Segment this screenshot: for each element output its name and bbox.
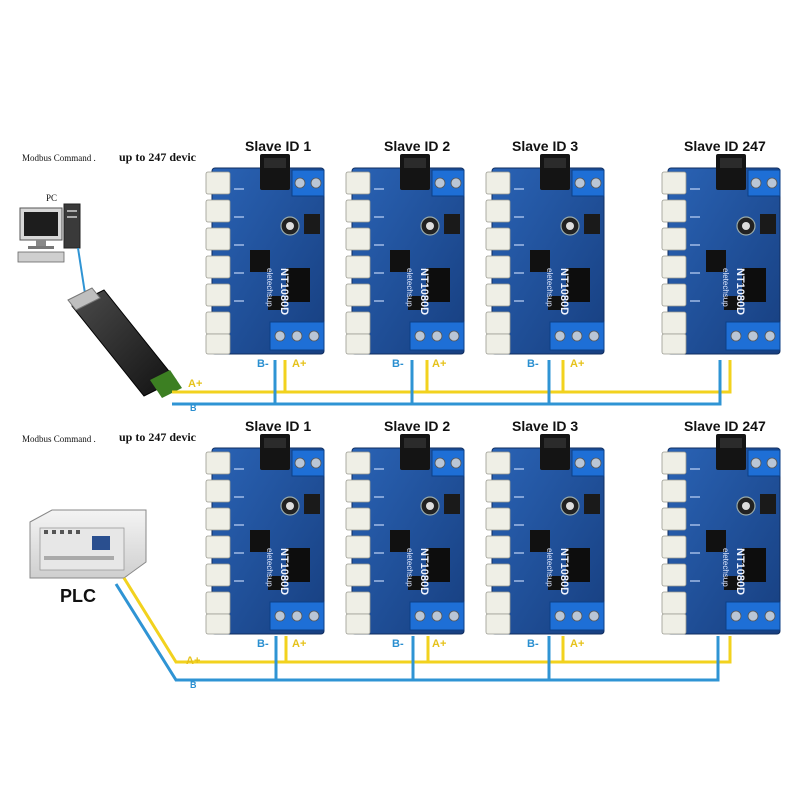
board-brand-text: eletechsup bbox=[405, 268, 414, 307]
board-model-text: NT1080D bbox=[558, 268, 570, 316]
top-wire-b-label: B bbox=[190, 403, 197, 413]
bottom-slave-2-title: Slave ID 2 bbox=[384, 418, 451, 434]
top-board-247 bbox=[661, 153, 781, 355]
top-bus-wires bbox=[172, 360, 732, 406]
plc-icon bbox=[29, 509, 147, 579]
bottom-slave-3-a-label: A+ bbox=[570, 638, 585, 650]
top-slave-3-title: Slave ID 3 bbox=[512, 138, 579, 154]
top-command-small: Modbus Command . bbox=[22, 153, 96, 163]
board-brand-text: eletechsup bbox=[545, 548, 554, 587]
bottom-board-247 bbox=[661, 433, 781, 635]
bottom-wire-a-label: A+ bbox=[186, 655, 201, 667]
top-slave-3-b-label: B- bbox=[527, 358, 539, 370]
bottom-slave-1-title: Slave ID 1 bbox=[245, 418, 312, 434]
bottom-board-2 bbox=[345, 433, 465, 635]
board-brand-text: eletechsup bbox=[545, 268, 554, 307]
top-board-2 bbox=[345, 153, 465, 355]
bottom-slave-2-a-label: A+ bbox=[432, 638, 447, 650]
bottom-bus-wires bbox=[114, 577, 732, 682]
board-model-text: NT1080D bbox=[418, 268, 430, 316]
top-slave-1-b-label: B- bbox=[257, 358, 269, 370]
board-model-text: NT1080D bbox=[734, 268, 746, 316]
top-board-3 bbox=[485, 153, 605, 355]
plc-label: PLC bbox=[60, 586, 96, 606]
top-slave-2-a-label: A+ bbox=[432, 358, 447, 370]
bottom-board-3 bbox=[485, 433, 605, 635]
bottom-slave-3-title: Slave ID 3 bbox=[512, 418, 579, 434]
bottom-command-big: up to 247 devic bbox=[119, 430, 197, 444]
bottom-command-small: Modbus Command . bbox=[22, 434, 96, 444]
board-brand-text: eletechsup bbox=[265, 548, 274, 587]
board-brand-text: eletechsup bbox=[721, 268, 730, 307]
top-slave-1-a-label: A+ bbox=[292, 358, 307, 370]
bottom-board-1 bbox=[205, 433, 325, 635]
board-model-text: NT1080D bbox=[418, 548, 430, 596]
top-command-big: up to 247 devic bbox=[119, 150, 197, 164]
top-slave-1-title: Slave ID 1 bbox=[245, 138, 312, 154]
bottom-slave-1-a-label: A+ bbox=[292, 638, 307, 650]
top-slave-2-title: Slave ID 2 bbox=[384, 138, 451, 154]
top-slave-2-b-label: B- bbox=[392, 358, 404, 370]
board-brand-text: eletechsup bbox=[265, 268, 274, 307]
board-brand-text: eletechsup bbox=[405, 548, 414, 587]
bottom-slave-3-b-label: B- bbox=[527, 638, 539, 650]
board-model-text: NT1080D bbox=[278, 268, 290, 316]
top-wire-a-label: A+ bbox=[188, 378, 203, 390]
board-model-text: NT1080D bbox=[278, 548, 290, 596]
top-board-1 bbox=[205, 153, 325, 355]
pc-icon bbox=[17, 203, 81, 263]
bottom-wire-b-label: B bbox=[190, 680, 197, 690]
board-model-text: NT1080D bbox=[558, 548, 570, 596]
bottom-slave-2-b-label: B- bbox=[392, 638, 404, 650]
usb-converter-icon bbox=[67, 287, 182, 398]
board-model-text: NT1080D bbox=[734, 548, 746, 596]
bottom-slave-247-title: Slave ID 247 bbox=[684, 418, 766, 434]
board-brand-text: eletechsup bbox=[721, 548, 730, 587]
pc-label: PC bbox=[46, 193, 58, 203]
bottom-slave-1-b-label: B- bbox=[257, 638, 269, 650]
top-slave-247-title: Slave ID 247 bbox=[684, 138, 766, 154]
top-slave-3-a-label: A+ bbox=[570, 358, 585, 370]
